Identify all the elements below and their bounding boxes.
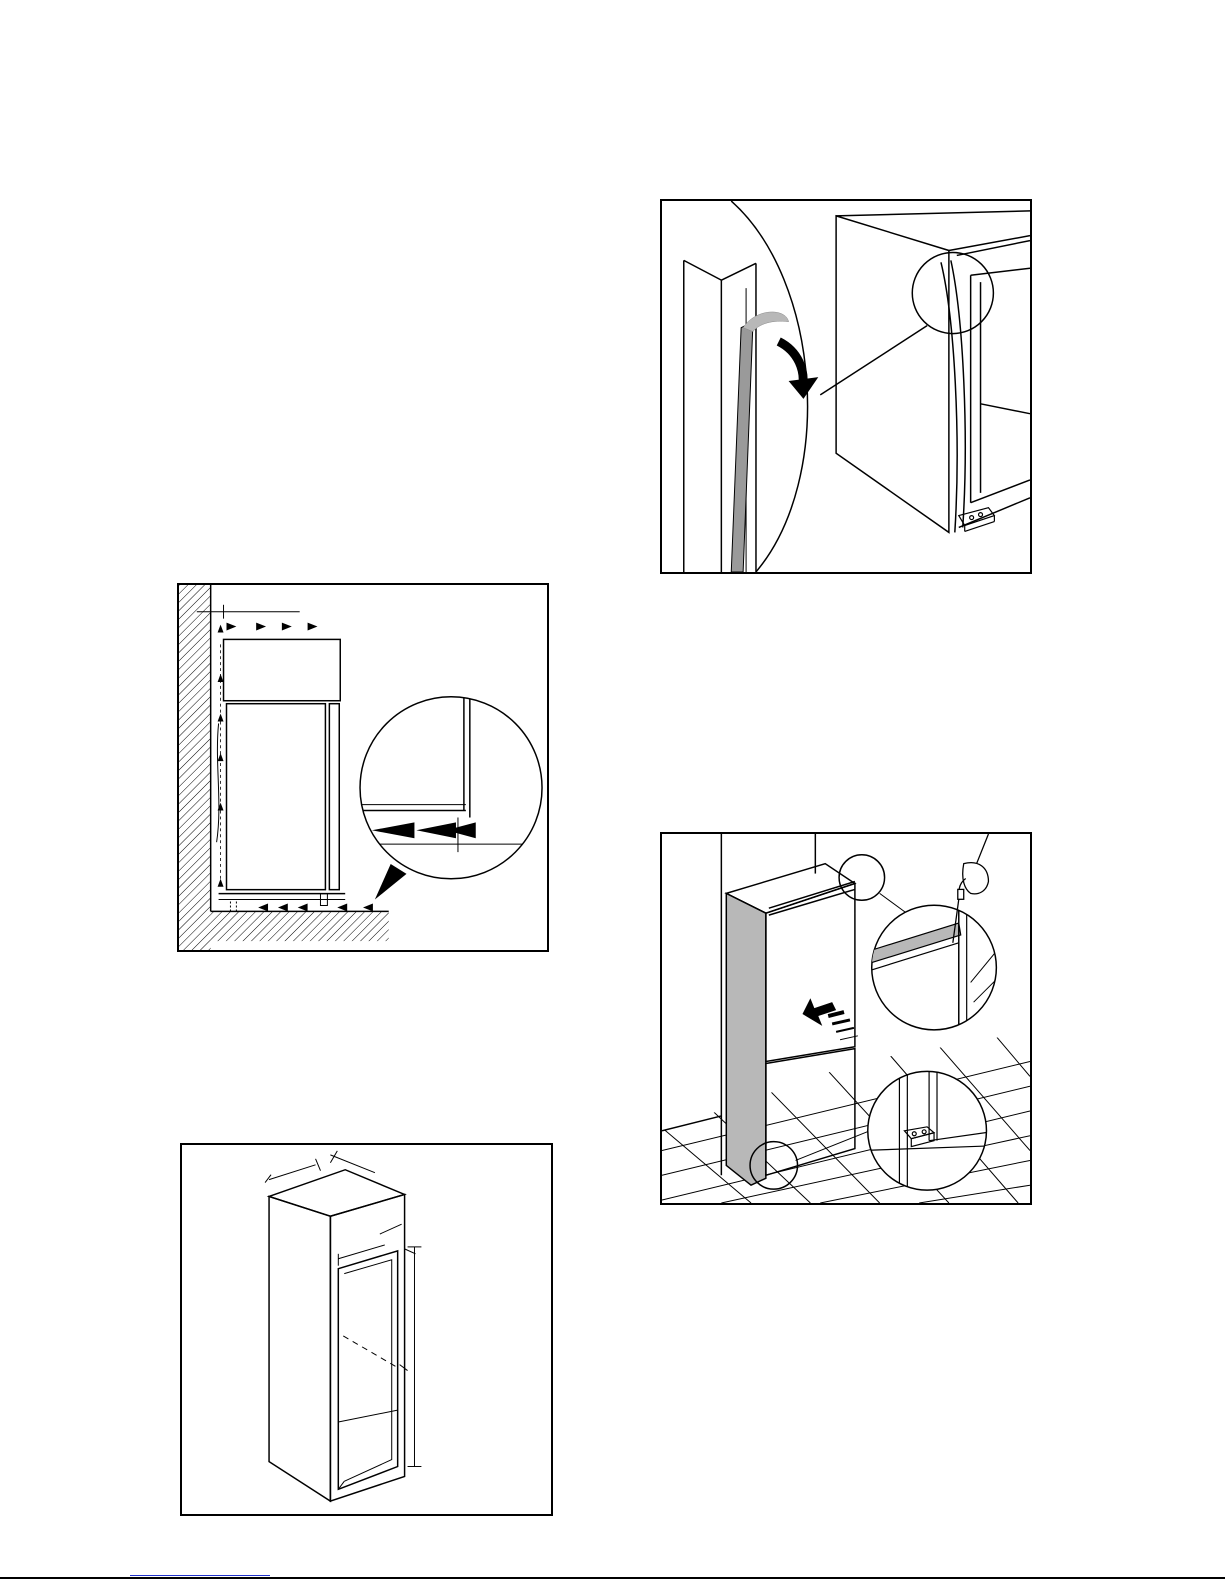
door-seal-illustration <box>662 201 1030 572</box>
bottom-zoom-circle <box>860 1071 998 1190</box>
top-airflow-arrows <box>226 623 317 631</box>
appliance-perspective <box>836 211 1030 533</box>
ventilation-clearance-diagram <box>177 583 549 952</box>
top-zoom-circle <box>870 893 1008 1031</box>
ventilation-clearance-illustration <box>179 585 547 950</box>
footer-link-underline <box>130 1575 270 1576</box>
detail-zoom-circle <box>357 694 547 879</box>
upper-cabinet <box>224 639 341 700</box>
footer-rule <box>0 1577 1225 1579</box>
appliance-side-panel <box>726 893 766 1185</box>
wall-hatching <box>179 585 211 950</box>
seal-strip <box>731 322 753 572</box>
seal-peel <box>743 312 789 332</box>
appliance-body <box>226 704 325 890</box>
push-arrow <box>802 998 857 1040</box>
floor-hatching <box>211 911 389 941</box>
door-seal-diagram <box>660 199 1032 574</box>
appliance-door <box>329 704 339 890</box>
niche-dimensions-diagram <box>180 1143 553 1516</box>
detail-pointer <box>375 864 407 900</box>
appliance-insertion-diagram <box>660 832 1032 1205</box>
appliance-insertion-illustration <box>662 834 1030 1203</box>
bottom-airflow-arrows <box>258 904 373 912</box>
niche-dimensions-illustration <box>182 1145 551 1514</box>
